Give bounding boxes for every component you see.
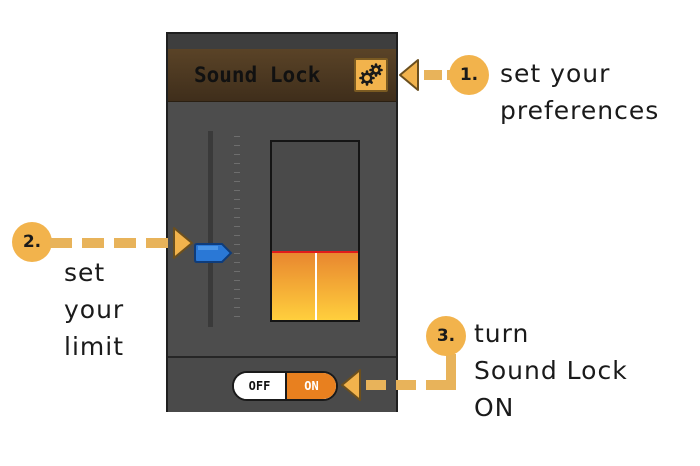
step-3-text: turn Sound Lock ON [474, 315, 628, 426]
settings-button[interactable] [354, 58, 388, 92]
panel-header: Sound Lock [168, 49, 396, 102]
dash-3d [446, 354, 456, 390]
step-1-line-1: set your [500, 59, 611, 88]
dash-2a [50, 238, 72, 248]
dash-3c [426, 380, 446, 390]
panel-top-strip [168, 34, 396, 49]
dash-2d [146, 238, 168, 248]
step-3-line-2: Sound Lock [474, 356, 628, 385]
panel-footer: OFF ON [168, 356, 396, 412]
dash-2b [82, 238, 104, 248]
step-1-line-2: preferences [500, 96, 660, 125]
limit-slider-thumb[interactable] [194, 242, 234, 264]
dash-1a [424, 70, 442, 80]
toggle-off-label[interactable]: OFF [234, 373, 285, 399]
arrow-head-2 [173, 227, 193, 259]
panel-title: Sound Lock [194, 63, 321, 87]
dash-2c [114, 238, 136, 248]
step-2-line-1: set [64, 258, 106, 287]
arrow-head-3 [341, 369, 361, 401]
gear-icon [359, 63, 383, 86]
step-3-badge: 3. [426, 316, 466, 356]
toggle-on-label[interactable]: ON [285, 373, 336, 399]
meter-divider [315, 252, 317, 320]
step-2-badge: 2. [12, 222, 52, 262]
limit-slider-track[interactable] [208, 131, 213, 327]
sound-lock-toggle[interactable]: OFF ON [232, 371, 338, 401]
dash-3b [396, 380, 416, 390]
sound-lock-panel: Sound Lock [166, 32, 398, 412]
arrow-head-1 [399, 59, 419, 91]
dash-3a [366, 380, 386, 390]
level-meter [270, 140, 360, 322]
step-3-line-1: turn [474, 319, 530, 348]
step-2-line-2: your [64, 295, 125, 324]
step-2-line-3: limit [64, 332, 124, 361]
step-2-text: set your limit [64, 254, 124, 365]
slider-tick-marks [234, 136, 240, 322]
step-1-text: set your preferences [500, 55, 659, 129]
meter-limit-line [272, 251, 358, 254]
step-3-line-3: ON [474, 393, 515, 422]
step-1-badge: 1. [449, 55, 489, 95]
